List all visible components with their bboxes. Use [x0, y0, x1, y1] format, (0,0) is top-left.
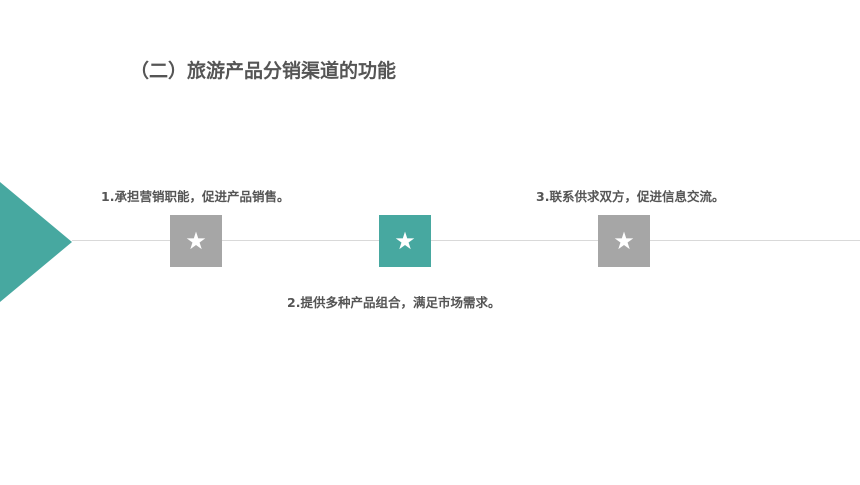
timeline-line: [72, 240, 860, 241]
point-1-label: 1.承担营销职能，促进产品销售。: [101, 189, 290, 204]
point-1-marker: ★: [170, 215, 222, 267]
star-icon: ★: [613, 227, 635, 255]
point-2-marker: ★: [379, 215, 431, 267]
arrow-decoration: [0, 182, 72, 302]
point-2-label: 2.提供多种产品组合，满足市场需求。: [287, 295, 501, 310]
star-icon: ★: [185, 227, 207, 255]
point-3-marker: ★: [598, 215, 650, 267]
point-3-label: 3.联系供求双方，促进信息交流。: [536, 189, 725, 204]
star-icon: ★: [394, 227, 416, 255]
slide-title: （二）旅游产品分销渠道的功能: [130, 60, 397, 82]
